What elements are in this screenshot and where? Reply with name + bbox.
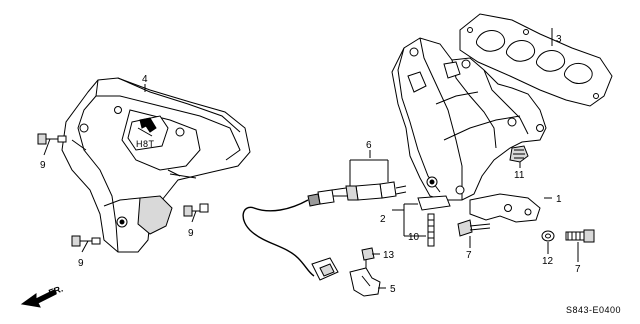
- flange-gasket-2: [417, 195, 451, 211]
- callout-2: 2: [380, 214, 386, 225]
- manifold-gasket: [459, 13, 613, 107]
- washer-12: [541, 230, 555, 242]
- callout-10: 10: [408, 232, 420, 243]
- heat-shield: [61, 77, 251, 253]
- callout-8: 7: [575, 264, 581, 275]
- manifold-bracket: [469, 193, 541, 223]
- callout-1: 1: [556, 194, 562, 205]
- stud-10: [427, 213, 435, 247]
- callout-5: 5: [390, 284, 396, 295]
- oxygen-sensor: [242, 181, 407, 281]
- emblem-text: H8T: [136, 139, 155, 149]
- callout-4: 4: [142, 74, 148, 85]
- callout-3: 3: [556, 34, 562, 45]
- bolt-9-lower-left: [71, 235, 101, 247]
- front-arrow-icon: [20, 289, 57, 308]
- front-label: FR.: [47, 284, 64, 298]
- bolt-9-upper: [37, 133, 67, 145]
- bolt-7: [457, 219, 491, 237]
- callout-9-lower-right: 9: [188, 228, 194, 239]
- exhaust-manifold: [391, 37, 547, 201]
- heat-shield-emblem: H8T: [127, 115, 169, 151]
- stud-nut-11: [509, 145, 529, 163]
- bolt-8: [565, 229, 595, 243]
- drawing-code: S843-E0400: [566, 305, 621, 315]
- callout-9-upper: 9: [40, 160, 46, 171]
- callout-13: 13: [383, 250, 395, 261]
- callout-12: 12: [542, 256, 554, 267]
- clamp-5: [349, 267, 381, 297]
- callout-11: 11: [514, 170, 525, 181]
- front-direction-indicator: FR.: [20, 284, 64, 308]
- callout-numbers: 4 9 9 9 3 6 2 10 1 11 12 7 7 13 5: [40, 34, 581, 295]
- bolt-9-lower-right: [183, 203, 209, 217]
- callout-9-lower-left: 9: [78, 258, 84, 269]
- callout-6: 6: [366, 140, 372, 151]
- clip-13: [361, 247, 375, 272]
- callout-7: 7: [466, 250, 472, 261]
- leader-lines: [43, 28, 579, 289]
